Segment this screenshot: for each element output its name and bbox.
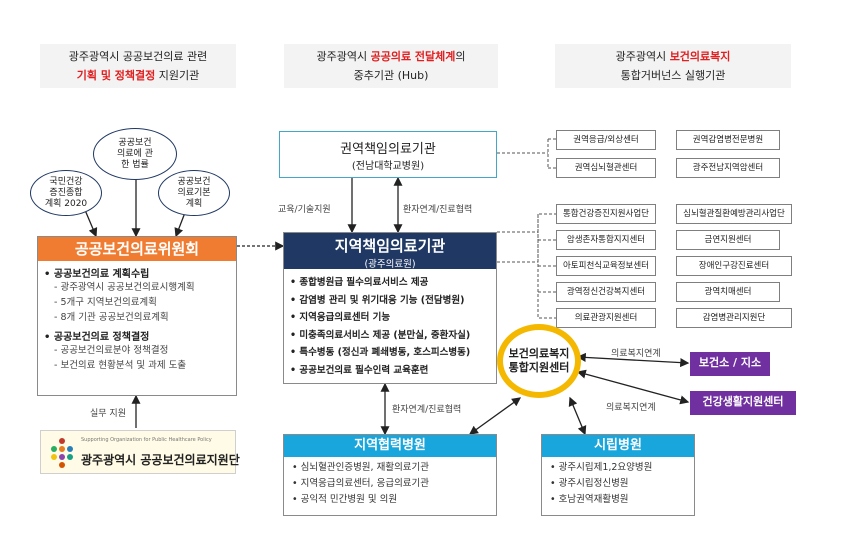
health-center-box: 보건소 / 지소: [690, 352, 770, 376]
committee-item: 8개 기관 공공보건의료계획: [60, 312, 169, 323]
committee-item: 공공보건의료분야 정책결정: [60, 345, 169, 356]
committee-item: 보건의료 현황분석 및 과제 도출: [60, 360, 187, 371]
regional-resp-box: 권역책임의료기관 (전남대학교병원): [279, 131, 497, 178]
regional-resp-sub: (전남대학교병원): [351, 161, 425, 172]
regional-coop-item: 심뇌혈관인증병원, 재활의료기관: [300, 462, 430, 473]
header-center-pre: 광주광역시: [316, 50, 371, 63]
right-box: 광역정신건강복지센터: [556, 282, 656, 302]
regional-coop-item: 지역응급의료센터, 응급의료기관: [300, 478, 430, 489]
edu-label: 교육/기술지원: [278, 205, 331, 215]
right-box: 심뇌혈관질환예방관리사업단: [676, 204, 792, 224]
regional-coop-panel: 지역협력병원 • 심뇌혈관인증병원, 재활의료기관 • 지역응급의료센터, 응급…: [283, 434, 497, 516]
header-left-red1: 기획: [76, 69, 97, 82]
header-center: 광주광역시 공공의료 전달체계의 중추기관 (Hub): [284, 44, 498, 88]
local-resp-panel: 지역책임의료기관 (광주의료원) • 종합병원급 필수의료서비스 제공 • 감염…: [283, 232, 497, 384]
right-box: 아토피천식교육정보센터: [556, 256, 656, 276]
header-left-mid: 및: [97, 69, 115, 82]
header-center-post: 의: [455, 50, 466, 63]
welfare-label-2: 의료복지연계: [606, 403, 656, 413]
support-org-title: 광주광역시 공공보건의료지원단: [81, 453, 240, 467]
plan2020-circle: 국민건강 증진종합 계획 2020: [30, 170, 102, 216]
hub-line1: 보건의료복지: [508, 347, 570, 360]
right-box: 권역감염병전문병원: [676, 130, 780, 150]
header-right-line2: 통합거버넌스 실행기관: [620, 69, 726, 82]
local-resp-header: 지역책임의료기관 (광주의료원): [284, 233, 496, 270]
header-right: 광주광역시 보건의료복지 통합거버넌스 실행기관: [555, 44, 791, 88]
right-box: 권역심뇌혈관센터: [556, 158, 656, 178]
header-center-line2: 중추기관 (Hub): [353, 69, 429, 82]
support-org-logo-icon: [51, 438, 73, 468]
local-resp-item: 특수병동 (정신과 폐쇄병동, 호스피스병동): [299, 347, 471, 358]
health-life-center-box: 건강생활지원센터: [690, 391, 796, 415]
local-resp-item: 지역응급의료센터 기능: [299, 312, 391, 323]
city-hosp-title: 시립병원: [542, 435, 694, 457]
right-box: 권역응급/외상센터: [556, 130, 656, 150]
header-left: 광주광역시 공공보건의료 관련 기획 및 정책결정 지원기관: [40, 44, 236, 88]
committee-section1-heading: 공공보건의료 계획수립: [53, 269, 150, 280]
regional-resp-title: 권역책임의료기관: [340, 142, 436, 157]
city-hosp-panel: 시립병원 • 광주시립제1,2요양병원 • 광주시립정신병원 • 호남권역재활병…: [541, 434, 695, 516]
local-resp-item: 종합병원급 필수의료서비스 제공: [299, 277, 429, 288]
support-org-box: Supporting Organization for Public Healt…: [40, 430, 240, 474]
header-center-red: 공공의료 전달체계: [370, 50, 456, 63]
transfer-label-top: 환자연계/진료협력: [403, 205, 473, 215]
law-circle: 공공보건 의료에 관 한 법률: [93, 128, 177, 180]
committee-panel: 공공보건의료위원회 • 공공보건의료 계획수립 - 광주광역시 공공보건의료시행…: [37, 236, 237, 396]
local-resp-sub: (광주의료원): [364, 259, 416, 270]
city-hosp-item: 광주시립정신병원: [558, 478, 629, 489]
regional-coop-title: 지역협력병원: [284, 435, 496, 457]
right-box: 통합건강증진지원사업단: [556, 204, 656, 224]
right-box: 감염병관리지원단: [676, 308, 792, 328]
basic-plan-circle: 공공보건 의료기본 계획: [158, 170, 230, 216]
city-hosp-item: 광주시립제1,2요양병원: [558, 462, 653, 473]
local-resp-item: 미충족의료서비스 제공 (분만실, 중환자실): [299, 329, 471, 341]
hub-line2: 통합지원센터: [508, 361, 570, 374]
right-box: 광역치매센터: [676, 282, 780, 302]
right-box: 광주전남지역암센터: [676, 158, 780, 178]
committee-title: 공공보건의료위원회: [38, 237, 236, 261]
header-left-post: 지원기관: [155, 69, 200, 82]
welfare-label-1: 의료복지연계: [611, 349, 661, 359]
right-box: 암생존자통합지지센터: [556, 230, 656, 250]
welfare-hub-circle: 보건의료복지 통합지원센터: [497, 324, 581, 398]
committee-item: 5개구 지역보건의료계획: [60, 297, 157, 308]
local-resp-item: 공공보건의료 필수인력 교육훈련: [299, 364, 429, 376]
right-box: 금연지원센터: [676, 230, 780, 250]
transfer-label-bottom: 환자연계/진료협력: [392, 405, 462, 415]
header-left-line1: 광주광역시 공공보건의료 관련: [68, 50, 208, 63]
local-resp-item: 감염병 관리 및 위기대응 기능 (전담병원): [299, 294, 465, 306]
regional-coop-item: 공익적 민간병원 및 의원: [300, 494, 398, 505]
committee-section2-heading: 공공보건의료 정책결정: [53, 332, 150, 343]
local-resp-title: 지역책임의료기관: [334, 237, 446, 255]
committee-item: 광주광역시 공공보건의료시행계획: [60, 282, 195, 293]
header-left-red2: 정책결정: [114, 69, 156, 82]
support-org-subtitle: Supporting Organization for Public Healt…: [81, 437, 212, 443]
header-right-pre: 광주광역시: [615, 50, 670, 63]
city-hosp-item: 호남권역재활병원: [558, 494, 629, 505]
header-right-red: 보건의료복지: [669, 50, 731, 63]
support-label: 실무 지원: [90, 409, 126, 419]
right-box: 의료관광지원센터: [556, 308, 656, 328]
right-box: 장애인구강진료센터: [676, 256, 792, 276]
